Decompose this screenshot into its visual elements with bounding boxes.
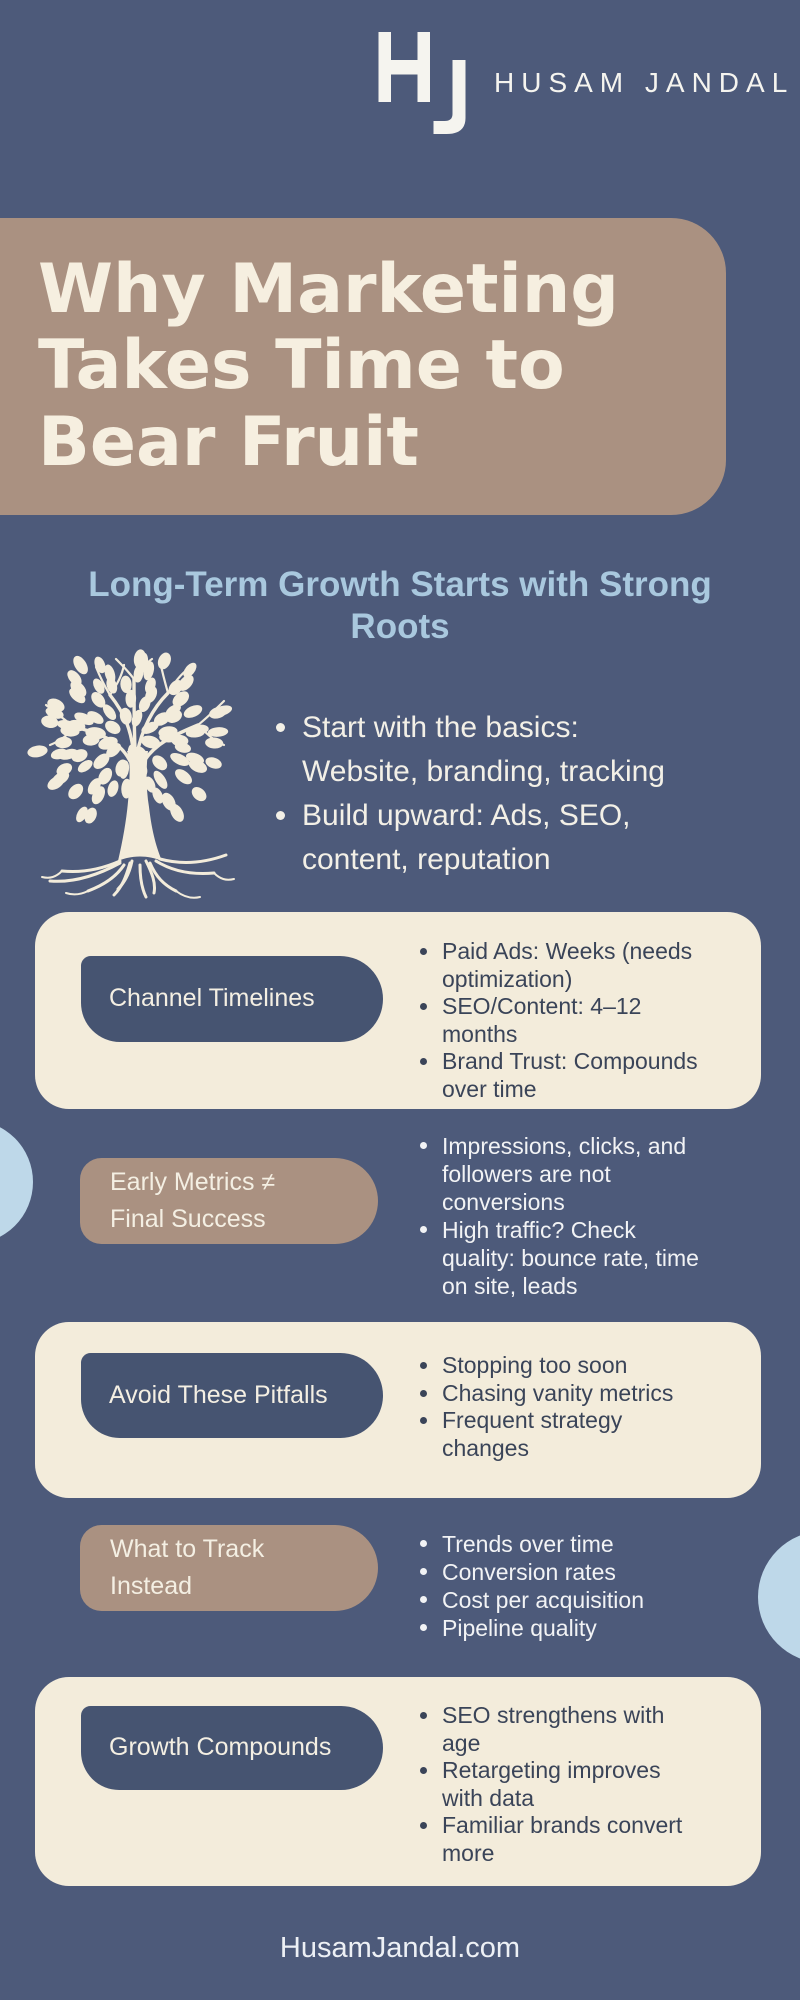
footer-url: HusamJandal.com — [279, 1932, 521, 1964]
bullet-item: High traffic? Check quality: bounce rate… — [420, 1216, 712, 1300]
bullet-item: Trends over time — [420, 1530, 644, 1558]
section-label-pill: Channel Timelines — [81, 956, 383, 1042]
page-title: Why Marketing Takes Time to Bear Fruit — [38, 250, 619, 482]
section-growth-compounds: Growth Compounds SEO strengthens with ag… — [35, 1677, 761, 1886]
subtitle-text: Long-Term Growth Starts with Strong Root… — [88, 565, 712, 646]
section-channel-timelines: Channel Timelines Paid Ads: Weeks (needs… — [35, 912, 761, 1109]
section-label: Early Metrics ≠ Final Success — [110, 1167, 276, 1234]
bullet-item: SEO/Content: 4–12 months — [420, 993, 702, 1048]
intro-bullet-list: Start with the basics: Website, branding… — [272, 706, 717, 882]
section-label: What to Track Instead — [110, 1534, 265, 1601]
section-bullet-list: Impressions, clicks, and followers are n… — [418, 1132, 712, 1300]
section-label-pill: Avoid These Pitfalls — [81, 1353, 383, 1438]
bullet-item: Start with the basics: Website, branding… — [276, 706, 687, 794]
tree-icon — [27, 649, 235, 899]
bullet-item: SEO strengthens with age — [420, 1702, 702, 1757]
section-label-pill: Growth Compounds — [81, 1706, 383, 1790]
section-early-metrics: Early Metrics ≠ Final Success Impression… — [0, 1128, 800, 1303]
bullet-item: Stopping too soon — [420, 1352, 702, 1380]
subtitle: Long-Term Growth Starts with Strong Root… — [0, 564, 800, 648]
bullet-item: Familiar brands convert more — [420, 1812, 702, 1867]
bullet-item: Build upward: Ads, SEO, content, reputat… — [276, 794, 687, 882]
brand-logo: HUSAM JANDAL — [378, 32, 794, 134]
bullet-item: Cost per acquisition — [420, 1587, 644, 1614]
title-banner: Why Marketing Takes Time to Bear Fruit — [0, 218, 726, 515]
section-label: Growth Compounds — [109, 1733, 332, 1762]
section-label-pill: Early Metrics ≠ Final Success — [80, 1158, 378, 1244]
hj-monogram-icon — [378, 32, 466, 134]
section-label: Channel Timelines — [109, 984, 315, 1013]
tree-roots-illustration — [22, 648, 242, 900]
bullet-item: Paid Ads: Weeks (needs optimization) — [420, 938, 702, 993]
section-label: Avoid These Pitfalls — [109, 1380, 328, 1409]
bullet-item: Pipeline quality — [420, 1614, 644, 1642]
bullet-item: Retargeting improves with data — [420, 1757, 702, 1812]
bullet-item: Impressions, clicks, and followers are n… — [420, 1132, 712, 1216]
section-label-pill: What to Track Instead — [80, 1525, 378, 1611]
section-bullet-list: Paid Ads: Weeks (needs optimization)SEO/… — [418, 938, 702, 1104]
brand-name: HUSAM JANDAL — [494, 67, 795, 98]
bullet-item: Brand Trust: Compounds over time — [420, 1048, 702, 1103]
bullet-item: Conversion rates — [420, 1558, 644, 1586]
bullet-item: Chasing vanity metrics — [420, 1380, 702, 1408]
bullet-item: Frequent strategy changes — [420, 1407, 702, 1462]
